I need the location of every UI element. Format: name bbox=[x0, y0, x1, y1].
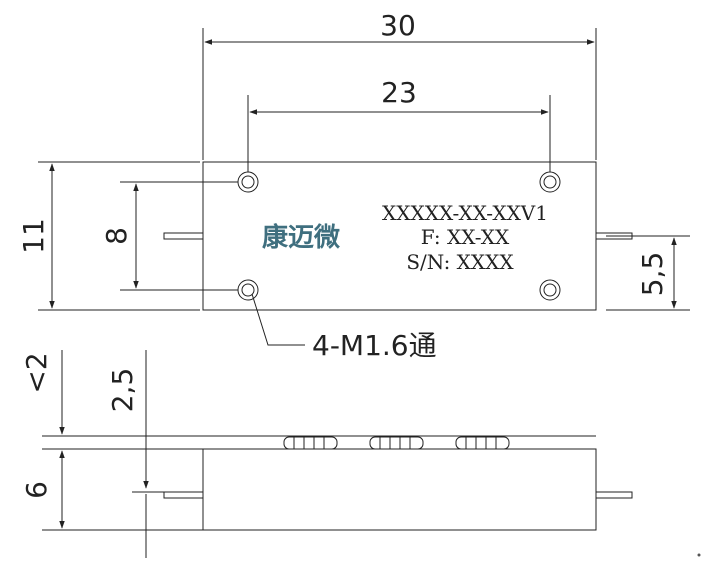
hole-callout-leader bbox=[251, 293, 305, 346]
dim-6-label: 6 bbox=[20, 481, 53, 499]
label-serial: S/N: XXXX bbox=[406, 250, 514, 274]
top-left-pin bbox=[163, 232, 204, 240]
side-view bbox=[42, 350, 633, 558]
hole-callout-label: 4-M1.6通 bbox=[312, 329, 437, 362]
connector-1 bbox=[283, 436, 338, 450]
mounting-hole-bottom-right bbox=[539, 279, 561, 301]
dim-30-label: 30 bbox=[380, 9, 416, 42]
mounting-hole-top-left bbox=[237, 171, 259, 193]
connector-3 bbox=[455, 436, 510, 450]
dim-2-5-label: 2,5 bbox=[106, 368, 139, 413]
dim-clearance-label: <2 bbox=[20, 352, 53, 393]
dim-11-label: 11 bbox=[17, 218, 50, 254]
dim-5-5-label: 5,5 bbox=[636, 252, 669, 297]
side-right-pin bbox=[595, 491, 633, 499]
label-model: XXXXX-XX-XXV1 bbox=[382, 201, 548, 225]
side-left-pin bbox=[163, 491, 204, 499]
brand-logo: 康迈微 bbox=[262, 222, 340, 253]
side-body-outline bbox=[202, 448, 597, 531]
label-frequency: F: XX-XX bbox=[421, 225, 510, 249]
mounting-hole-bottom-left bbox=[237, 279, 259, 301]
top-view bbox=[38, 28, 690, 346]
connector-2 bbox=[369, 436, 424, 450]
mounting-hole-top-right bbox=[539, 171, 561, 193]
dim-8-label: 8 bbox=[100, 227, 133, 245]
corner-mark bbox=[697, 553, 701, 557]
dim-23-label: 23 bbox=[381, 76, 417, 109]
